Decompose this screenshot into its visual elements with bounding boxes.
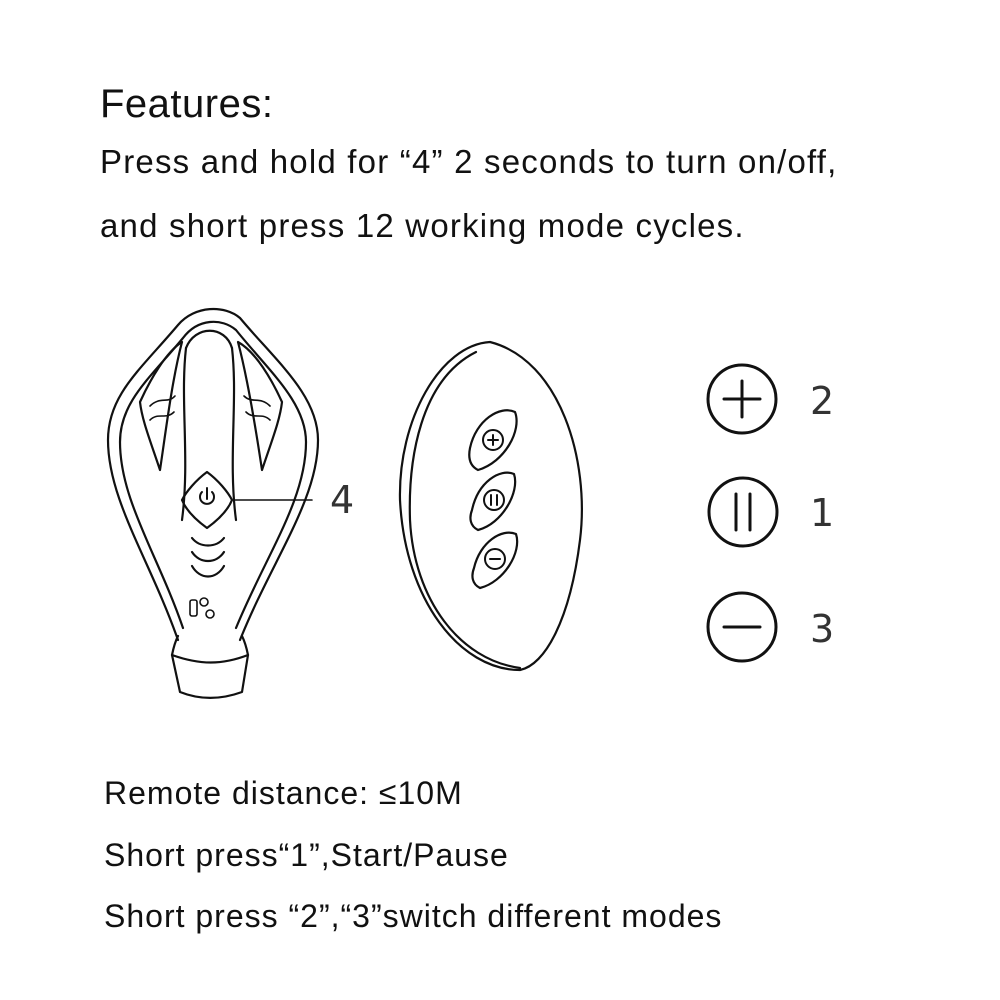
power-callout-number: 4 (330, 478, 354, 522)
start-pause-note: Short press“1”,Start/Pause (104, 837, 509, 873)
remote-pause-icon (483, 489, 505, 511)
plus-icon (706, 363, 778, 435)
page-title: Features: (100, 82, 274, 126)
feature-description-line-1: Press and hold for “4” 2 seconds to turn… (100, 143, 838, 180)
power-icon (199, 487, 215, 505)
remote-control-drawing (398, 340, 583, 672)
switch-modes-note: Short press “2”,“3”switch different mode… (104, 898, 723, 934)
pause-button-number: 1 (810, 491, 834, 535)
vibrator-device-drawing (106, 307, 320, 700)
plus-button-number: 2 (810, 379, 834, 423)
feature-description-line-2: and short press 12 working mode cycles. (100, 207, 745, 244)
pause-icon (707, 476, 779, 548)
remote-distance-note: Remote distance: ≤10M (104, 775, 463, 811)
remote-minus-icon (484, 548, 506, 570)
remote-plus-icon (482, 429, 504, 451)
minus-icon (706, 591, 778, 663)
minus-button-number: 3 (810, 607, 834, 651)
